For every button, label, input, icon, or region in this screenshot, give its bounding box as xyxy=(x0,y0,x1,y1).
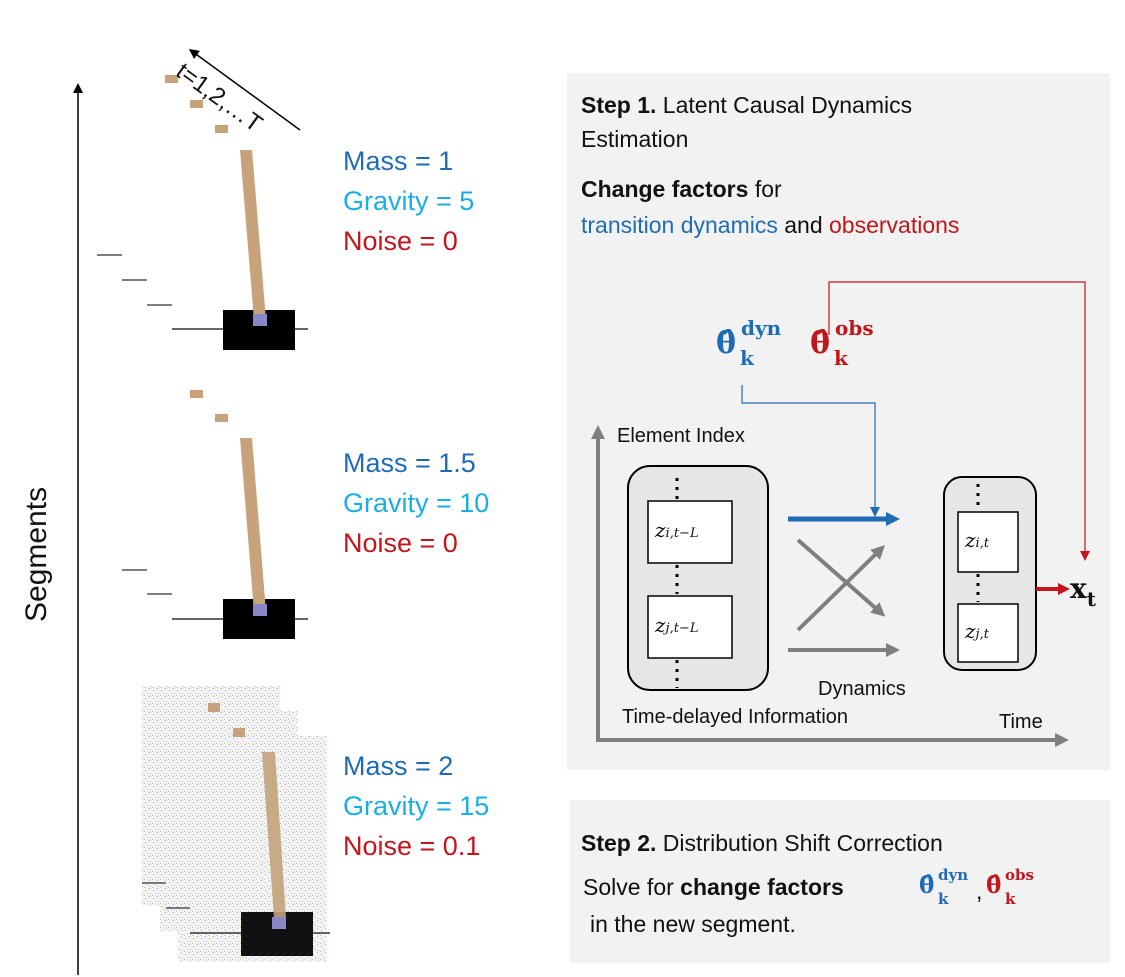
z-cur-i-label: zi,t xyxy=(965,528,990,552)
theta-dyn-connector xyxy=(741,385,880,517)
change-factors-bold: Change factors xyxy=(581,176,749,202)
segment-2-mass: Mass = 1.5 xyxy=(343,448,476,478)
theta-obs-label: θ̂ obs k xyxy=(810,316,890,376)
theta-obs-sub: k xyxy=(834,346,848,370)
segment-3-params: Mass = 2 Gravity = 15 Noise = 0.1 xyxy=(343,753,489,873)
theta-dyn-label: θ̂ dyn k xyxy=(716,316,796,376)
and-text: and xyxy=(777,212,830,238)
step2-solve-line: Solve for change factors xyxy=(583,874,844,901)
segment-2-noise: Noise = 0 xyxy=(343,528,458,558)
observations-text: observations xyxy=(829,212,960,238)
cartpole-segment-3-noisy xyxy=(142,686,330,962)
xt-label: xt xyxy=(1070,572,1096,611)
segment-2-params: Mass = 1.5 Gravity = 10 Noise = 0 xyxy=(343,450,489,570)
z-prev-j-box xyxy=(647,595,733,659)
cartpole-segment-2 xyxy=(122,390,308,639)
step1-title: Step 1. Latent Causal Dynamics Estimatio… xyxy=(581,88,912,156)
theta-dyn-sup: dyn xyxy=(741,316,782,340)
time-label: Time xyxy=(999,711,1043,733)
theta-obs-connector xyxy=(828,281,1090,561)
step1-title-line2: Estimation xyxy=(581,126,689,152)
step2-theta-obs: θ̂ obs k xyxy=(986,866,1034,908)
step2-theta-dyn: θ̂ dyn k xyxy=(919,866,969,908)
z-prev-i-label: zi,t−L xyxy=(655,518,699,542)
dyn-arrow-ji xyxy=(796,545,886,632)
theta-obs-symbol: θ̂ xyxy=(810,326,831,361)
segment-1-gravity: Gravity = 5 xyxy=(343,186,475,216)
theta-obs-sup: obs xyxy=(835,316,874,340)
solve-prefix: Solve for xyxy=(583,874,681,900)
step2-title-rest: Distribution Shift Correction xyxy=(656,830,943,856)
dynamics-label: Dynamics xyxy=(818,678,906,700)
solve-bold: change factors xyxy=(680,874,844,900)
step2-title-bold: Step 2. xyxy=(581,830,657,856)
step2-comma: , xyxy=(976,878,983,904)
segment-1-mass: Mass = 1 xyxy=(343,146,454,176)
z-cur-j-label: zj,t xyxy=(965,619,989,643)
dyn-arrow-ij xyxy=(796,538,886,617)
segment-3-noise: Noise = 0.1 xyxy=(343,831,481,861)
transition-dynamics-text: transition dynamics xyxy=(581,212,778,238)
z-prev-j-label: zj,t−L xyxy=(655,613,699,637)
step1-title-bold: Step 1. xyxy=(581,92,657,118)
step1-title-line1: Latent Causal Dynamics xyxy=(656,92,913,118)
segment-1-params: Mass = 1 Gravity = 5 Noise = 0 xyxy=(343,148,474,268)
segment-1-noise: Noise = 0 xyxy=(343,226,458,256)
step1-change-factors: Change factors for transition dynamics a… xyxy=(581,171,959,243)
segment-3-mass: Mass = 2 xyxy=(343,751,454,781)
z-cur-i-box xyxy=(957,511,1019,573)
change-factors-for: for xyxy=(748,176,782,202)
step2-panel xyxy=(570,800,1110,963)
segment-3-gravity: Gravity = 15 xyxy=(343,791,490,821)
step2-title: Step 2. Distribution Shift Correction xyxy=(581,830,943,857)
segment-2-gravity: Gravity = 10 xyxy=(343,488,490,518)
theta-dyn-symbol: θ̂ xyxy=(716,326,737,361)
element-index-label: Element Index xyxy=(617,425,745,447)
time-delayed-label: Time-delayed Information xyxy=(622,706,849,728)
time-diagonal-arrow xyxy=(188,49,301,131)
z-prev-i-box xyxy=(647,500,733,564)
cartpole-segment-1 xyxy=(97,75,308,350)
segments-axis-label: Segments xyxy=(20,486,53,622)
z-cur-j-box xyxy=(957,603,1019,663)
theta-dyn-sub: k xyxy=(740,346,754,370)
step2-line2: in the new segment. xyxy=(590,911,796,937)
